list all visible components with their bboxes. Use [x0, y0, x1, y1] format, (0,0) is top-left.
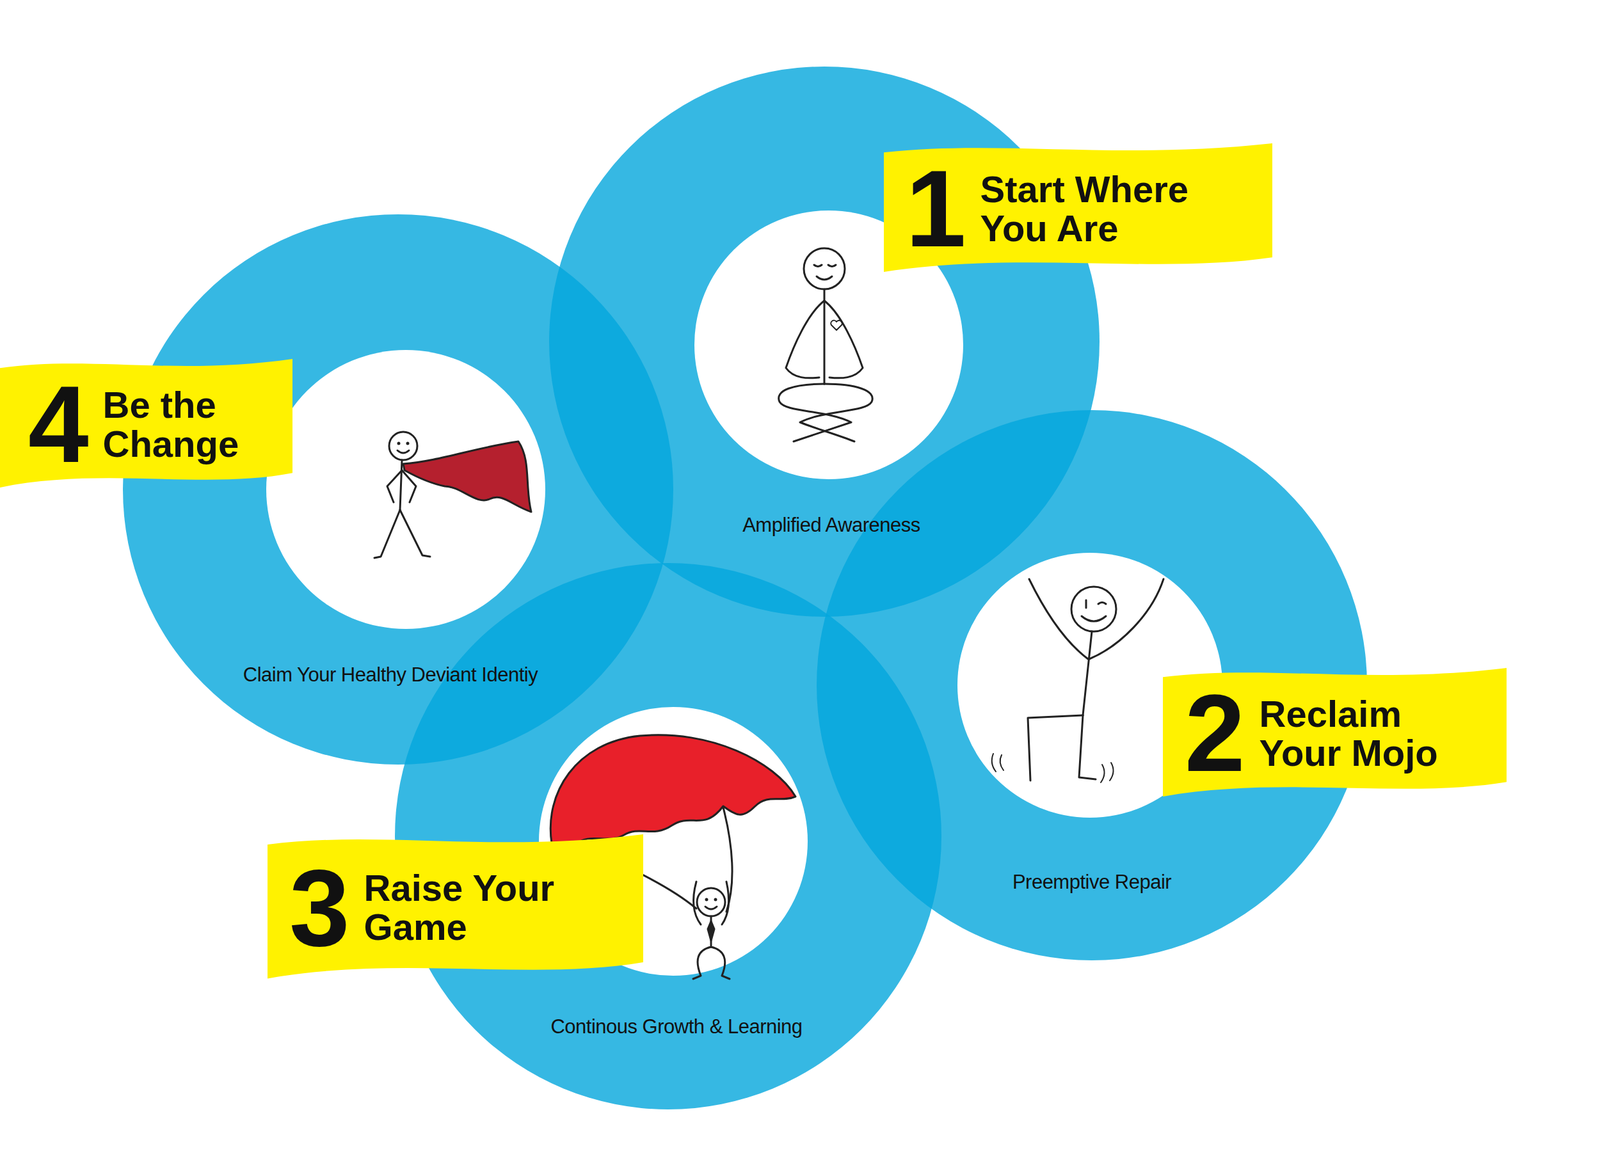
step-number: 1	[905, 160, 967, 258]
jumping-figure-part	[1071, 586, 1117, 632]
jumping-figure-part	[1098, 602, 1106, 605]
inner-white-circle-part	[957, 552, 1223, 818]
meditating-figure-part	[830, 320, 842, 331]
superhero-figure-part	[400, 460, 402, 511]
lifting-figure	[550, 735, 796, 980]
lifting-figure-part	[693, 881, 701, 925]
jumping-figure-part	[1100, 764, 1105, 783]
stage-caption: Preemptive Repair	[1012, 871, 1172, 895]
meditating-figure-part	[823, 289, 826, 384]
superhero-figure-part	[401, 470, 416, 503]
superhero-figure-part	[406, 442, 410, 446]
lifting-figure-part	[714, 898, 718, 902]
jumping-figure-part	[1082, 631, 1092, 716]
meditating-figure	[778, 248, 873, 442]
meditating-figure-part	[824, 300, 863, 379]
superhero-figure-part	[397, 450, 409, 454]
step-number: 4	[28, 375, 89, 474]
ring-circle: Claim Your Healthy Deviant Identiy4Be th…	[122, 214, 674, 765]
superhero-figure-part	[397, 442, 401, 446]
inner-white-circle	[266, 210, 1223, 976]
meditating-figure-part	[814, 264, 822, 267]
jumping-figure-part	[1079, 715, 1096, 780]
lifting-figure-part	[705, 906, 717, 910]
meditating-figure-part	[816, 276, 832, 280]
banner-fill	[267, 834, 644, 979]
lifting-figure-part	[707, 921, 715, 941]
lifting-figure-part	[693, 947, 712, 980]
lifting-figure-part	[550, 735, 796, 852]
superhero-figure-part	[389, 432, 418, 461]
banner-fill	[883, 143, 1273, 272]
jumping-figure-part	[1109, 762, 1114, 781]
jumping-figure-part	[1029, 579, 1088, 660]
superhero-figure-part	[403, 441, 532, 512]
meditating-figure-part	[800, 384, 873, 442]
banner-fill	[0, 359, 293, 488]
lifting-figure-part	[711, 947, 730, 980]
step-banner: 1Start Where You Are	[883, 143, 1273, 275]
jumping-figure-part	[1027, 715, 1083, 781]
lifting-figure-part	[721, 881, 729, 925]
step-banner: 2Reclaim Your Mojo	[1162, 668, 1507, 800]
step-title: Raise Your Game	[364, 869, 621, 948]
step-banner: 3Raise Your Game	[267, 834, 644, 982]
inner-white-circle-part	[538, 707, 808, 976]
jumping-figure-part	[1085, 600, 1088, 608]
ring-disc	[122, 214, 674, 765]
superhero-figure-part	[400, 510, 431, 557]
step-title: Start Where You Are	[980, 170, 1250, 249]
stage-caption: Continous Growth & Learning	[550, 1015, 802, 1039]
meditating-figure-part	[778, 384, 852, 442]
superhero-figure-part	[387, 470, 402, 503]
meditating-figure-part	[803, 248, 845, 290]
jumping-figure	[992, 579, 1164, 783]
step-title: Reclaim Your Mojo	[1259, 695, 1484, 774]
lifting-figure-part	[710, 916, 713, 948]
banner-fill	[1162, 668, 1507, 797]
meditating-figure-part	[785, 300, 825, 379]
stage-caption: Claim Your Healthy Deviant Identiy	[243, 663, 538, 687]
jumping-figure-part	[992, 753, 996, 772]
jumping-figure-part	[1089, 579, 1164, 660]
lifting-figure-part	[705, 898, 709, 902]
step-title: Be the Change	[103, 385, 270, 464]
meditating-figure-part	[828, 264, 836, 267]
lifting-figure-part	[723, 807, 733, 912]
step-number: 3	[289, 859, 351, 958]
inner-white-circle-part	[694, 210, 964, 480]
jumping-figure-part	[1081, 616, 1106, 622]
jumping-figure-part	[1000, 755, 1004, 771]
superhero-figure-part	[374, 510, 400, 559]
step-number: 2	[1184, 684, 1246, 783]
lifting-figure-part	[696, 888, 726, 917]
lifting-figure-part	[576, 844, 697, 909]
inner-white-circle-part	[266, 350, 546, 630]
stage-caption: Amplified Awareness	[742, 513, 921, 537]
superhero-figure	[374, 432, 532, 559]
step-banner: 4Be the Change	[0, 359, 293, 491]
